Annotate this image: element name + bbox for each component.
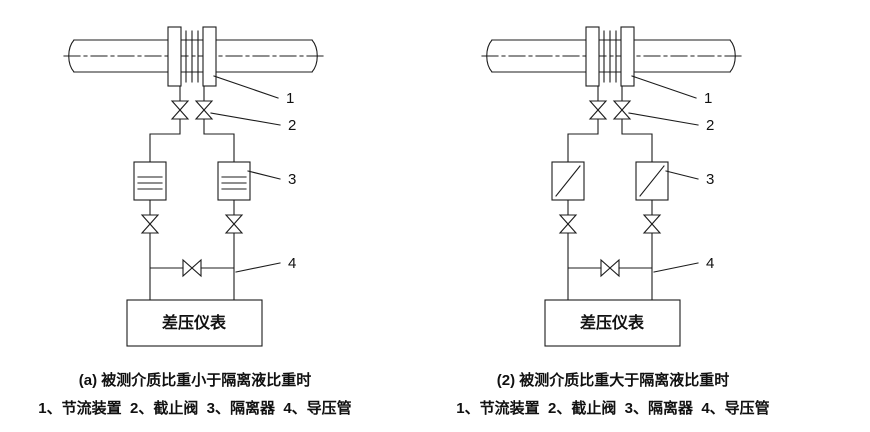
orifice-plates (185, 30, 199, 83)
isolators (133, 161, 251, 201)
instrument: 差压仪表 (544, 299, 681, 347)
orifice-assembly (585, 26, 635, 102)
isolator-right (217, 161, 251, 201)
impulse-piping (567, 118, 653, 301)
diagram-b: 1 2 3 4 差压仪表 (2) 被测介质比重大于隔离液比重时 1、节流装置 2… (440, 10, 786, 432)
shutoff-valve-lower-right (642, 214, 662, 234)
instrument-label: 差压仪表 (580, 313, 645, 332)
part-label-3: 3 (288, 171, 296, 188)
caption-b: (2) 被测介质比重大于隔离液比重时 (496, 372, 730, 389)
pipe-end-breaks (486, 39, 736, 73)
lower-shutoff-valves (558, 214, 662, 234)
lower-shutoff-valves (140, 214, 244, 234)
instrument-box (126, 299, 263, 347)
shutoff-valve-upper-left (588, 100, 608, 120)
upper-shutoff-valves (170, 100, 214, 120)
caption-a: (a) 被测介质比重小于隔离液比重时 (78, 372, 312, 389)
orifice-flange-right (202, 26, 217, 87)
instrument-box (544, 299, 681, 347)
equalizing-valve (600, 258, 620, 278)
isolators (551, 161, 669, 201)
leader-lines (210, 75, 281, 273)
shutoff-valve-lower-left (140, 214, 160, 234)
pipe-walls (491, 39, 731, 73)
leader-lines (628, 75, 699, 273)
pipe-end-breaks (68, 39, 318, 73)
shutoff-valve-lower-right (224, 214, 244, 234)
part-label-2: 2 (288, 117, 296, 134)
instrument-label: 差压仪表 (162, 313, 227, 332)
orifice-flange-right (620, 26, 635, 87)
part-label-4: 4 (706, 255, 714, 272)
diagram-a: 1 2 3 4 差压仪表 (a) 被测介质比重小于隔离液比重时 1、节流装置 2… (22, 10, 368, 432)
isolator-interface-diagonals (555, 165, 665, 197)
orifice-flange-left (167, 26, 182, 87)
pressure-taps (597, 85, 623, 102)
legend-b: 1、节流装置 2、截止阀 3、隔离器 4、导压管 (456, 400, 770, 417)
part-label-2: 2 (706, 117, 714, 134)
orifice-assembly (167, 26, 217, 102)
part-label-4: 4 (288, 255, 296, 272)
orifice-plates (603, 30, 617, 83)
pipe-walls (73, 39, 313, 73)
shutoff-valve-upper-left (170, 100, 190, 120)
isolator-liquid-level-lines (137, 176, 247, 190)
orifice-flange-left (585, 26, 600, 87)
schematic-b: 1 2 3 4 差压仪表 (481, 26, 743, 347)
shutoff-valve-upper-right (194, 100, 214, 120)
impulse-piping (149, 118, 235, 301)
pipe (63, 39, 325, 73)
isolator-left (133, 161, 167, 201)
schematic-a: 1 2 3 4 差压仪表 (63, 26, 325, 347)
pressure-taps (179, 85, 205, 102)
part-label-1: 1 (704, 90, 712, 107)
equalizing-valve (182, 258, 202, 278)
part-label-3: 3 (706, 171, 714, 188)
instrument: 差压仪表 (126, 299, 263, 347)
legend-a: 1、节流装置 2、截止阀 3、隔离器 4、导压管 (38, 400, 352, 417)
part-label-1: 1 (286, 90, 294, 107)
upper-shutoff-valves (588, 100, 632, 120)
pipe (481, 39, 743, 73)
shutoff-valve-upper-right (612, 100, 632, 120)
shutoff-valve-lower-left (558, 214, 578, 234)
